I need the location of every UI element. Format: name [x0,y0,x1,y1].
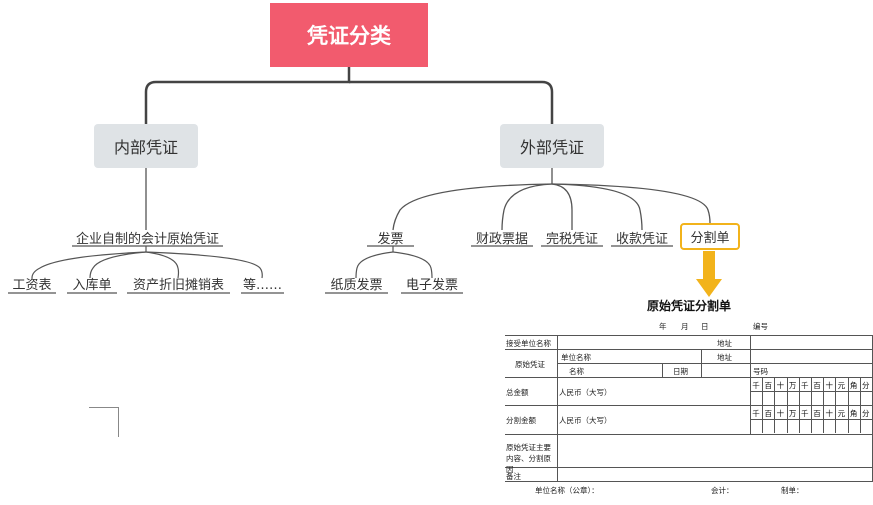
digit-label: 万 [788,409,797,418]
digit-label: 十 [825,409,833,418]
form-rmb-label: 人民币（大写） [559,388,612,397]
digit-label: 百 [813,381,821,390]
ext-child-invoice: 发票 [377,231,404,247]
form-address-label: 地址 [717,339,732,348]
form-unit-name-label: 单位名称 [561,353,591,362]
split-sheet-form: 原始凭证分割单 年 月 日 编号 接受单位名称 地址 原始凭证 单位名称 地址 … [505,297,873,495]
digit-label: 十 [776,381,785,390]
form-footer-maker: 制单： [781,486,804,495]
leaf-depreciation: 资产折旧摊销表 [132,277,224,293]
digit-label: 百 [764,409,772,418]
form-content-label: 原始凭证主要内容、分割原因 [506,443,551,474]
digit-label: 角 [849,409,858,418]
digit-label: 分 [862,409,870,418]
leaf-payroll: 工资表 [12,277,52,293]
ext-child-receipt-voucher: 收款凭证 [615,231,668,247]
digit-label: 百 [813,409,821,418]
ext-child-tax-voucher: 完税凭证 [545,231,598,247]
digit-label: 千 [801,409,809,418]
digit-label: 分 [862,381,870,390]
form-original-label: 原始凭证 [515,360,545,369]
form-receiver-label: 接受单位名称 [506,339,551,348]
digit-label: 千 [801,381,809,390]
form-title: 原始凭证分割单 [646,299,731,313]
internal-child-node: 企业自制的会计原始凭证 [75,231,219,247]
ext-child-fiscal-bill: 财政票据 [475,231,528,247]
form-day: 日 [701,322,709,331]
form-name-label: 名称 [569,367,584,376]
digit-label: 十 [776,409,785,418]
corner-mark [89,407,119,437]
form-month: 月 [681,322,689,331]
external-voucher-node: 外部凭证 [500,124,604,168]
form-footer-unit: 单位名称（公章）： [535,486,599,495]
form-address2-label: 地址 [717,353,732,362]
digit-label: 千 [752,381,760,390]
leaf-warehouse-receipt: 入库单 [72,277,112,293]
form-year: 年 [659,322,667,331]
leaf-paper-invoice: 纸质发票 [330,277,383,293]
form-rmb-label2: 人民币（大写） [559,416,612,425]
digit-label: 万 [788,381,797,390]
leaf-etc: 等…… [243,277,283,293]
form-split-label: 分割金额 [506,416,536,425]
leaf-electronic-invoice: 电子发票 [405,277,458,293]
digit-label: 十 [825,381,833,390]
digit-label: 千 [752,409,760,418]
digit-label: 元 [837,381,846,390]
form-remark-label: 备注 [506,472,521,481]
form-number-label: 编号 [753,322,768,331]
form-footer-accountant: 会计： [711,486,734,495]
internal-voucher-node: 内部凭证 [94,124,198,168]
ext-child-split-sheet: 分割单 [680,223,740,250]
digit-label: 元 [837,409,846,418]
digit-label: 百 [764,381,772,390]
root-node: 凭证分类 [270,3,428,67]
form-total-label: 总金额 [506,388,529,397]
form-code-label: 号码 [753,367,768,376]
digit-label: 角 [849,381,858,390]
form-date-label: 日期 [673,367,688,376]
